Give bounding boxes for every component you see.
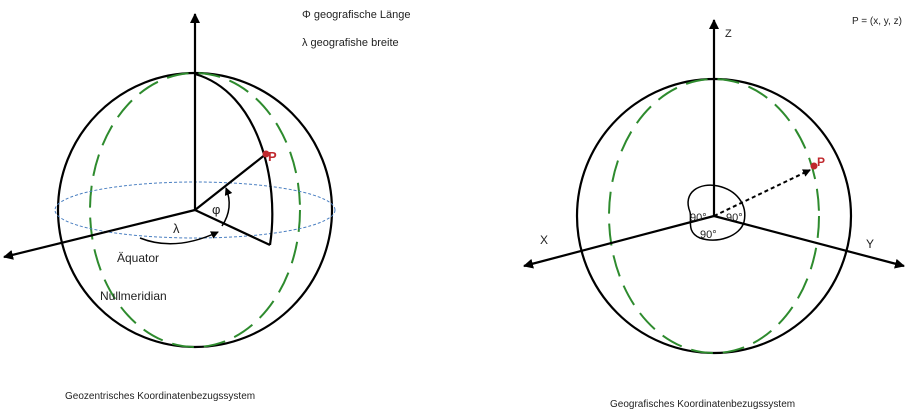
- left-point-label: P: [268, 149, 277, 164]
- angle-xy: 90°: [700, 229, 717, 241]
- left-caption: Geozentrisches Koordinatenbezugssystem: [65, 391, 255, 402]
- right-angle-blob: [687, 184, 746, 241]
- x-label: X: [540, 233, 548, 247]
- legend-lambda: λ geografishe breite: [302, 37, 399, 49]
- right-point-p: [810, 162, 818, 170]
- angle-yz: 90°: [726, 212, 743, 224]
- lambda-label: λ: [173, 221, 180, 236]
- y-label: Y: [866, 237, 874, 251]
- meridian-arc: [194, 72, 274, 246]
- geocentric-diagram: Φ geografische Länge λ geografishe breit…: [3, 9, 410, 402]
- angle-xz: 90°: [690, 212, 707, 224]
- radius-to-equator: [194, 209, 271, 246]
- lambda-angle-arrow: [139, 231, 219, 245]
- meridian-label: Nullmeridian: [100, 289, 167, 303]
- y-axis: [713, 214, 905, 269]
- geographic-diagram: P = (x, y, z) Z X Y P 90° 90° 90° Geogra…: [523, 16, 905, 410]
- equator-label: Äquator: [117, 251, 159, 265]
- coords-label: P = (x, y, z): [852, 16, 902, 27]
- position-vector: [713, 169, 811, 217]
- radius-to-p: [194, 153, 267, 211]
- phi-angle-arrow: [221, 187, 233, 227]
- left-meridian-dashed: [89, 72, 301, 348]
- left-point-p: [262, 150, 270, 158]
- right-caption: Geografisches Koordinatenbezugssystem: [610, 399, 795, 410]
- z-label: Z: [725, 28, 732, 40]
- x-axis: [523, 214, 715, 269]
- right-point-label: P: [817, 155, 825, 169]
- phi-label: φ: [212, 202, 220, 217]
- legend-phi: Φ geografische Länge: [302, 9, 410, 21]
- right-meridian-dashed: [608, 78, 820, 354]
- left-x-axis: [3, 208, 196, 260]
